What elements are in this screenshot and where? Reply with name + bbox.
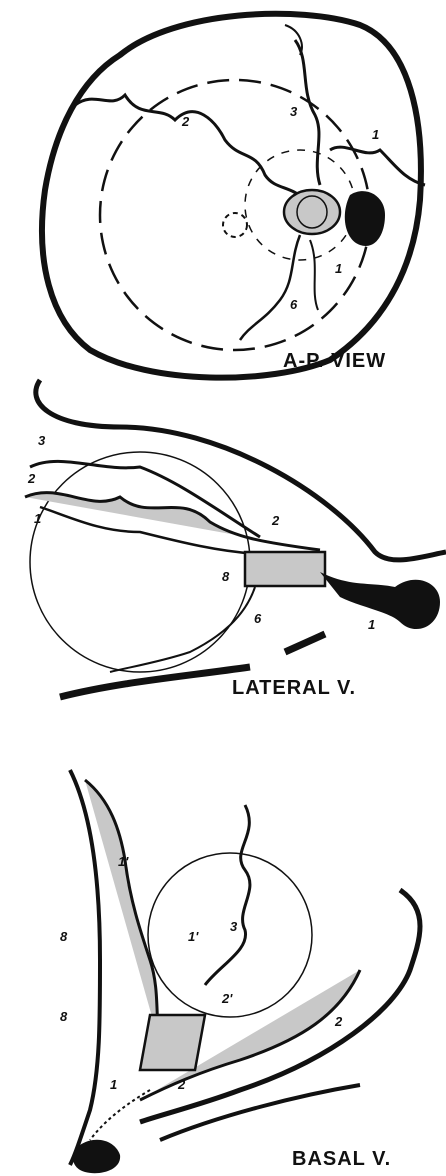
- vessel-3: [205, 805, 250, 985]
- basal-label-8a: 8: [60, 930, 67, 943]
- vessel-1: [330, 147, 425, 185]
- ap-label-2: 2: [182, 115, 189, 128]
- lat-label-6: 6: [254, 612, 261, 625]
- ap-label-3: 3: [290, 105, 297, 118]
- basal-label-2prime: 2': [222, 992, 232, 1005]
- floor-line: [160, 1085, 360, 1140]
- basal-label-2a: 2: [335, 1015, 342, 1028]
- basal-label-2b: 2: [178, 1078, 185, 1091]
- carotid-siphon: [320, 572, 440, 629]
- ap-view-drawing: [0, 0, 446, 385]
- carotid-mass: [345, 191, 385, 246]
- lat-label-1a: 1: [34, 512, 41, 525]
- orbital-floor-dash: [285, 634, 325, 652]
- orbital-roof: [36, 380, 446, 560]
- ap-label-1b: 1: [335, 262, 342, 275]
- lateral-view-caption: LATERAL V.: [232, 677, 356, 700]
- lat-label-3: 3: [38, 434, 45, 447]
- lateral-view-drawing: [0, 372, 446, 702]
- ap-view-panel: 2 3 1 1 6 A-P. VIEW: [0, 0, 446, 385]
- vessel-3: [295, 40, 320, 185]
- vessel-2: [75, 95, 305, 200]
- vessel-6b: [310, 240, 318, 310]
- basal-view-panel: 1' 8 8 1' 3 2' 2 2 1 BASAL V.: [0, 760, 446, 1176]
- lat-label-8: 8: [222, 570, 229, 583]
- optic-canal: [245, 552, 325, 586]
- ap-label-6: 6: [290, 298, 297, 311]
- lateral-view-panel: 3 2 1 2 8 6 1 LATERAL V.: [0, 372, 446, 702]
- basal-view-drawing: [0, 760, 446, 1176]
- optic-canal: [140, 1015, 205, 1070]
- basal-view-caption: BASAL V.: [292, 1148, 391, 1171]
- ap-label-1a: 1: [372, 128, 379, 141]
- center-small-circle: [223, 213, 247, 237]
- basal-label-1: 1: [110, 1078, 117, 1091]
- ap-view-caption: A-P. VIEW: [283, 350, 386, 373]
- basal-label-3: 3: [230, 920, 237, 933]
- dotted-vessel: [90, 1090, 150, 1140]
- lat-label-2b: 2: [272, 514, 279, 527]
- lat-label-1b: 1: [368, 618, 375, 631]
- medial-wall: [70, 770, 100, 1165]
- vessel-6: [110, 587, 255, 672]
- basal-label-1prime: 1': [118, 855, 128, 868]
- vessel-1prime: [85, 780, 160, 1045]
- basal-label-1prime-b: 1': [188, 930, 198, 943]
- basal-label-8b: 8: [60, 1010, 67, 1023]
- lat-label-2a: 2: [28, 472, 35, 485]
- globe-circle: [30, 452, 250, 672]
